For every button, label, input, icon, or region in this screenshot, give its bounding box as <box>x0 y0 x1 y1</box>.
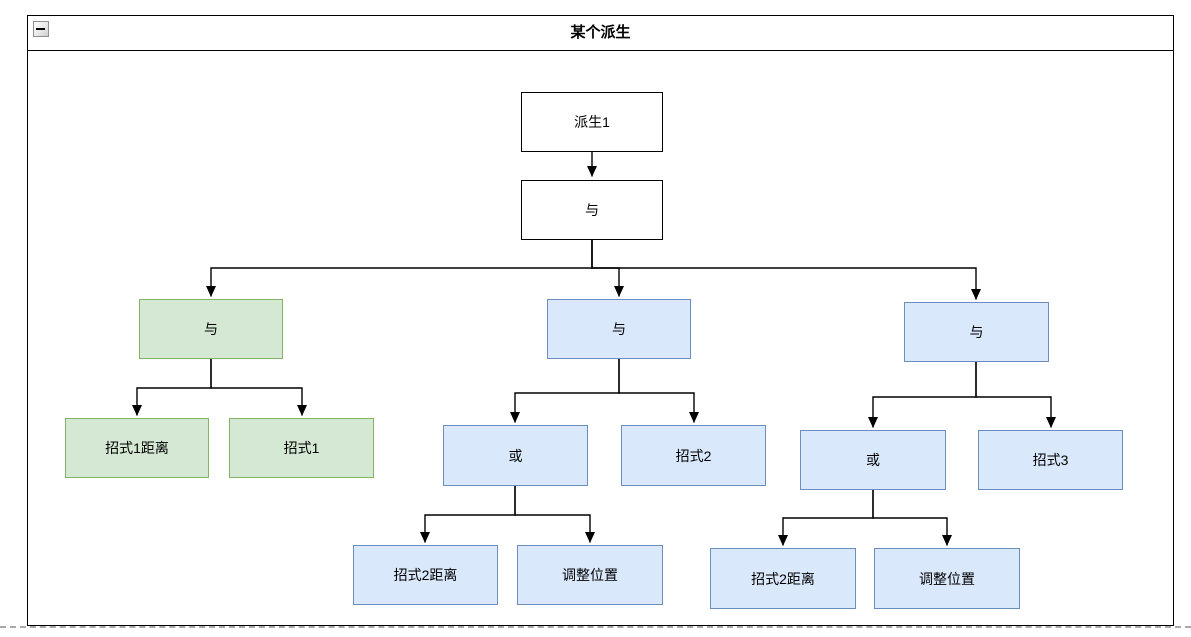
minus-icon <box>36 28 45 30</box>
node-zhaoshi2[interactable]: 招式2 <box>621 425 766 486</box>
node-zhaoshi1-juli[interactable]: 招式1距离 <box>65 418 209 478</box>
node-label: 派生1 <box>574 114 610 130</box>
node-label: 或 <box>508 447 523 464</box>
node-label: 或 <box>866 452 880 468</box>
node-yu-right[interactable]: 与 <box>904 302 1049 362</box>
node-huo-mid[interactable]: 或 <box>443 425 588 486</box>
node-label: 招式2距离 <box>393 567 458 583</box>
node-tiaozheng-mid[interactable]: 调整位置 <box>517 545 663 605</box>
node-label: 与 <box>585 202 599 218</box>
node-label: 调整位置 <box>919 570 975 587</box>
page-boundary-dashed-line <box>0 626 1191 628</box>
node-label: 调整位置 <box>562 567 618 583</box>
node-huo-right[interactable]: 或 <box>800 430 946 490</box>
node-label: 与 <box>969 324 984 340</box>
node-label: 招式1 <box>283 440 320 456</box>
collapse-button[interactable] <box>33 21 49 37</box>
node-label: 招式2 <box>675 447 712 464</box>
node-zhaoshi3[interactable]: 招式3 <box>978 430 1123 490</box>
node-yu-left[interactable]: 与 <box>139 299 283 359</box>
node-paisheng1[interactable]: 派生1 <box>521 92 663 152</box>
node-label: 招式1距离 <box>105 440 169 456</box>
node-zhaoshi2-juli-right[interactable]: 招式2距离 <box>710 548 856 609</box>
node-zhaoshi2-juli-mid[interactable]: 招式2距离 <box>353 545 498 605</box>
node-label: 与 <box>612 321 626 337</box>
node-label: 招式2距离 <box>751 570 815 587</box>
node-label: 招式3 <box>1032 452 1069 468</box>
node-yu-mid[interactable]: 与 <box>547 299 691 359</box>
node-tiaozheng-right[interactable]: 调整位置 <box>874 548 1020 609</box>
node-yu-root[interactable]: 与 <box>521 180 663 240</box>
container-title: 某个派生 <box>570 24 631 41</box>
node-label: 与 <box>204 321 218 337</box>
container-titlebar[interactable]: 某个派生 <box>28 16 1173 51</box>
node-zhaoshi1[interactable]: 招式1 <box>229 418 374 478</box>
